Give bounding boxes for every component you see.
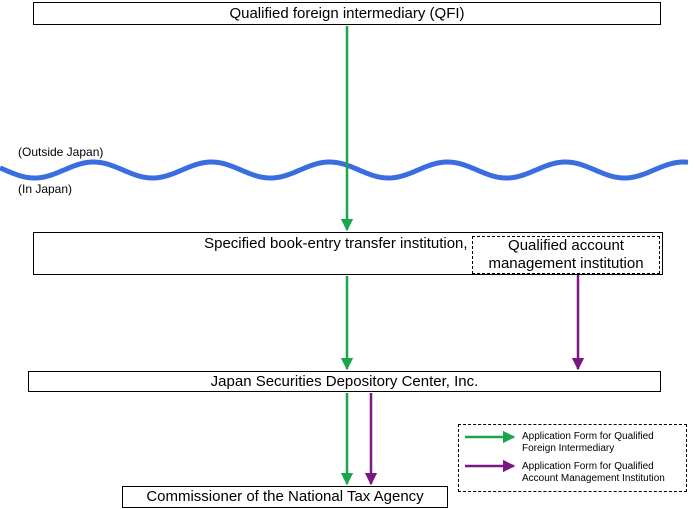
qfi-box: Qualified foreign intermediary (QFI) xyxy=(33,2,661,25)
legend-box xyxy=(458,424,687,492)
commissioner-box: Commissioner of the National Tax Agency xyxy=(122,486,448,508)
legend-qami-form-label: Application Form for Qualified Account M… xyxy=(522,461,665,484)
jasdec-label: Japan Securities Depository Center, Inc. xyxy=(210,372,479,390)
transfer-institution-label: Specified book-entry transfer institutio… xyxy=(204,235,496,252)
commissioner-label: Commissioner of the National Tax Agency xyxy=(146,488,424,505)
in-japan-label: (In Japan) xyxy=(18,182,73,196)
qualified-account-institution-box: Qualified account management institution xyxy=(472,236,660,274)
jasdec-box: Japan Securities Depository Center, Inc. xyxy=(28,371,661,392)
japan-border-wave xyxy=(0,159,689,181)
qualified-account-institution-label: Qualified account management institution xyxy=(488,237,644,272)
legend-qfi-form-label: Application Form for Qualified Foreign I… xyxy=(522,431,654,454)
outside-japan-label: (Outside Japan) xyxy=(18,145,104,159)
qfi-label: Qualified foreign intermediary (QFI) xyxy=(229,4,465,22)
